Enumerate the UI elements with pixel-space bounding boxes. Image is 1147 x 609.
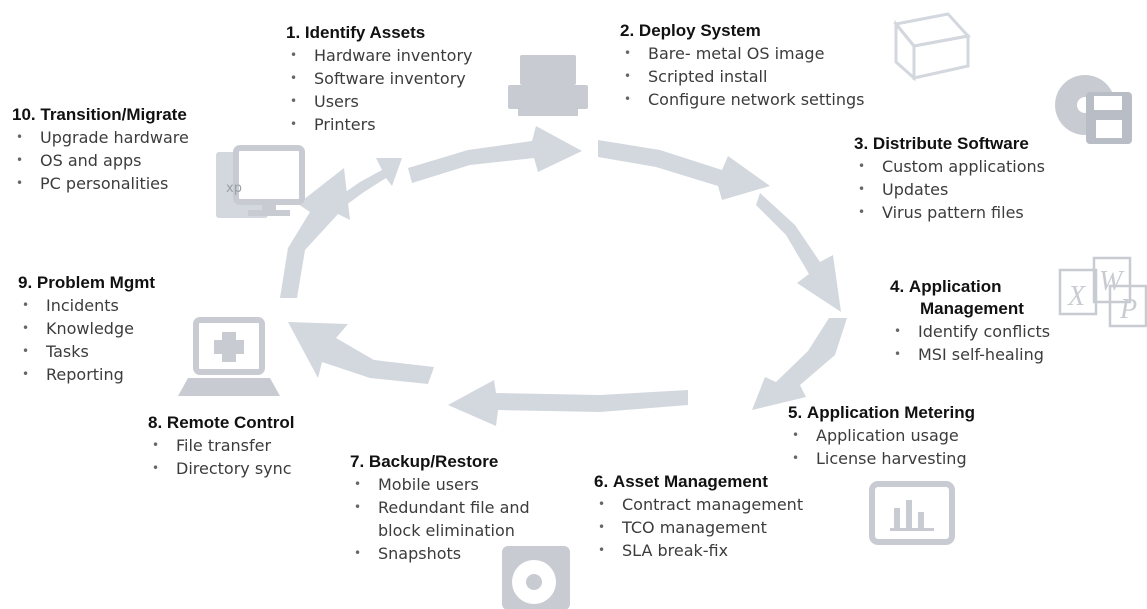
list-item-continuation: block elimination bbox=[378, 521, 515, 540]
step-title: Application Metering bbox=[806, 403, 976, 422]
arrow-transition-segment bbox=[334, 158, 402, 208]
step-title: Transition/Migrate bbox=[40, 105, 187, 124]
list-item: Reporting bbox=[18, 363, 155, 386]
step-number: 3. bbox=[854, 134, 869, 153]
list-item: Custom applications bbox=[854, 155, 1045, 178]
list-item: Application usage bbox=[788, 424, 975, 447]
list-item: OS and apps bbox=[12, 149, 189, 172]
xp-label: xp bbox=[226, 181, 242, 196]
step-problem-mgmt: 9. Problem Mgmt Incidents Knowledge Task… bbox=[18, 272, 155, 386]
cycle-arrows bbox=[280, 126, 847, 426]
step-title: Backup/Restore bbox=[368, 452, 499, 471]
arrow-metering-to-asset bbox=[448, 380, 688, 426]
list-item: Bare- metal OS image bbox=[620, 42, 865, 65]
chart-monitor-icon bbox=[869, 481, 955, 545]
step-application-metering: 5. Application Metering Application usag… bbox=[788, 402, 975, 470]
arrow-identify-to-deploy bbox=[408, 126, 582, 183]
step-title-line-1: Application bbox=[908, 277, 1002, 296]
printer-icon bbox=[508, 55, 588, 116]
step-deploy-system: 2. Deploy System Bare- metal OS image Sc… bbox=[620, 20, 865, 111]
step-number: 10. bbox=[12, 105, 36, 124]
arrow-backup-to-remote bbox=[288, 322, 434, 384]
package-box-icon bbox=[893, 12, 971, 82]
excel-letter: X bbox=[1067, 281, 1086, 312]
list-item: Virus pattern files bbox=[854, 201, 1045, 224]
step-number: 1. bbox=[286, 23, 301, 42]
step-title: Deploy System bbox=[638, 21, 761, 40]
step-title-line-2: Management bbox=[920, 299, 1024, 318]
list-item: Updates bbox=[854, 178, 1045, 201]
word-letter: W bbox=[1099, 266, 1125, 297]
list-item: Identify conflicts bbox=[890, 320, 1050, 343]
step-number: 9. bbox=[18, 273, 33, 292]
step-identify-assets: 1. Identify Assets Hardware inventory So… bbox=[286, 22, 472, 136]
step-number: 4. bbox=[890, 277, 905, 296]
list-item: Tasks bbox=[18, 340, 155, 363]
step-remote-control: 8. Remote Control File transfer Director… bbox=[148, 412, 294, 480]
arrow-appmgmt-to-metering bbox=[752, 318, 847, 410]
step-title: Identify Assets bbox=[304, 23, 426, 42]
powerpoint-letter: P bbox=[1119, 294, 1137, 325]
step-number: 2. bbox=[620, 21, 635, 40]
list-item: TCO management bbox=[594, 516, 803, 539]
list-item: SLA break-fix bbox=[594, 539, 803, 562]
list-item: Users bbox=[286, 90, 472, 113]
list-item: Upgrade hardware bbox=[12, 126, 189, 149]
step-distribute-software: 3. Distribute Software Custom applicatio… bbox=[854, 133, 1045, 224]
list-item: Mobile users bbox=[350, 473, 530, 496]
list-item: Printers bbox=[286, 113, 472, 136]
list-item: Hardware inventory bbox=[286, 44, 472, 67]
list-item: Redundant file and bbox=[350, 496, 530, 519]
arrow-distribute-to-appmgmt bbox=[756, 193, 841, 312]
step-asset-management: 6. Asset Management Contract management … bbox=[594, 471, 803, 562]
list-item: Knowledge bbox=[18, 317, 155, 340]
list-item: Snapshots bbox=[350, 542, 530, 565]
list-item: Software inventory bbox=[286, 67, 472, 90]
office-documents-icon bbox=[1058, 256, 1147, 328]
list-item: License harvesting bbox=[788, 447, 975, 470]
list-item: File transfer bbox=[148, 434, 294, 457]
list-item: PC personalities bbox=[12, 172, 189, 195]
list-item: MSI self-healing bbox=[890, 343, 1050, 366]
xp-monitor-icon: xp bbox=[216, 145, 305, 218]
list-item: Configure network settings bbox=[620, 88, 865, 111]
medical-monitor-icon bbox=[178, 317, 280, 396]
step-application-management: 4. Application Management Identify confl… bbox=[890, 276, 1050, 366]
step-title: Remote Control bbox=[166, 413, 295, 432]
list-item: Incidents bbox=[18, 294, 155, 317]
step-title: Asset Management bbox=[612, 472, 768, 491]
list-item: Directory sync bbox=[148, 457, 294, 480]
step-number: 6. bbox=[594, 472, 609, 491]
step-title: Distribute Software bbox=[872, 134, 1029, 153]
step-title: Problem Mgmt bbox=[36, 273, 155, 292]
list-item: Scripted install bbox=[620, 65, 865, 88]
step-number: 7. bbox=[350, 452, 365, 471]
cd-floppy-icon bbox=[1055, 75, 1132, 144]
list-item: Contract management bbox=[594, 493, 803, 516]
arrow-problem-to-identify bbox=[280, 168, 350, 298]
step-transition-migrate: 10. Transition/Migrate Upgrade hardware … bbox=[12, 104, 189, 195]
arrow-deploy-to-distribute bbox=[598, 140, 770, 200]
step-number: 5. bbox=[788, 403, 803, 422]
step-number: 8. bbox=[148, 413, 163, 432]
step-backup-restore: 7. Backup/Restore Mobile users Redundant… bbox=[350, 451, 530, 565]
